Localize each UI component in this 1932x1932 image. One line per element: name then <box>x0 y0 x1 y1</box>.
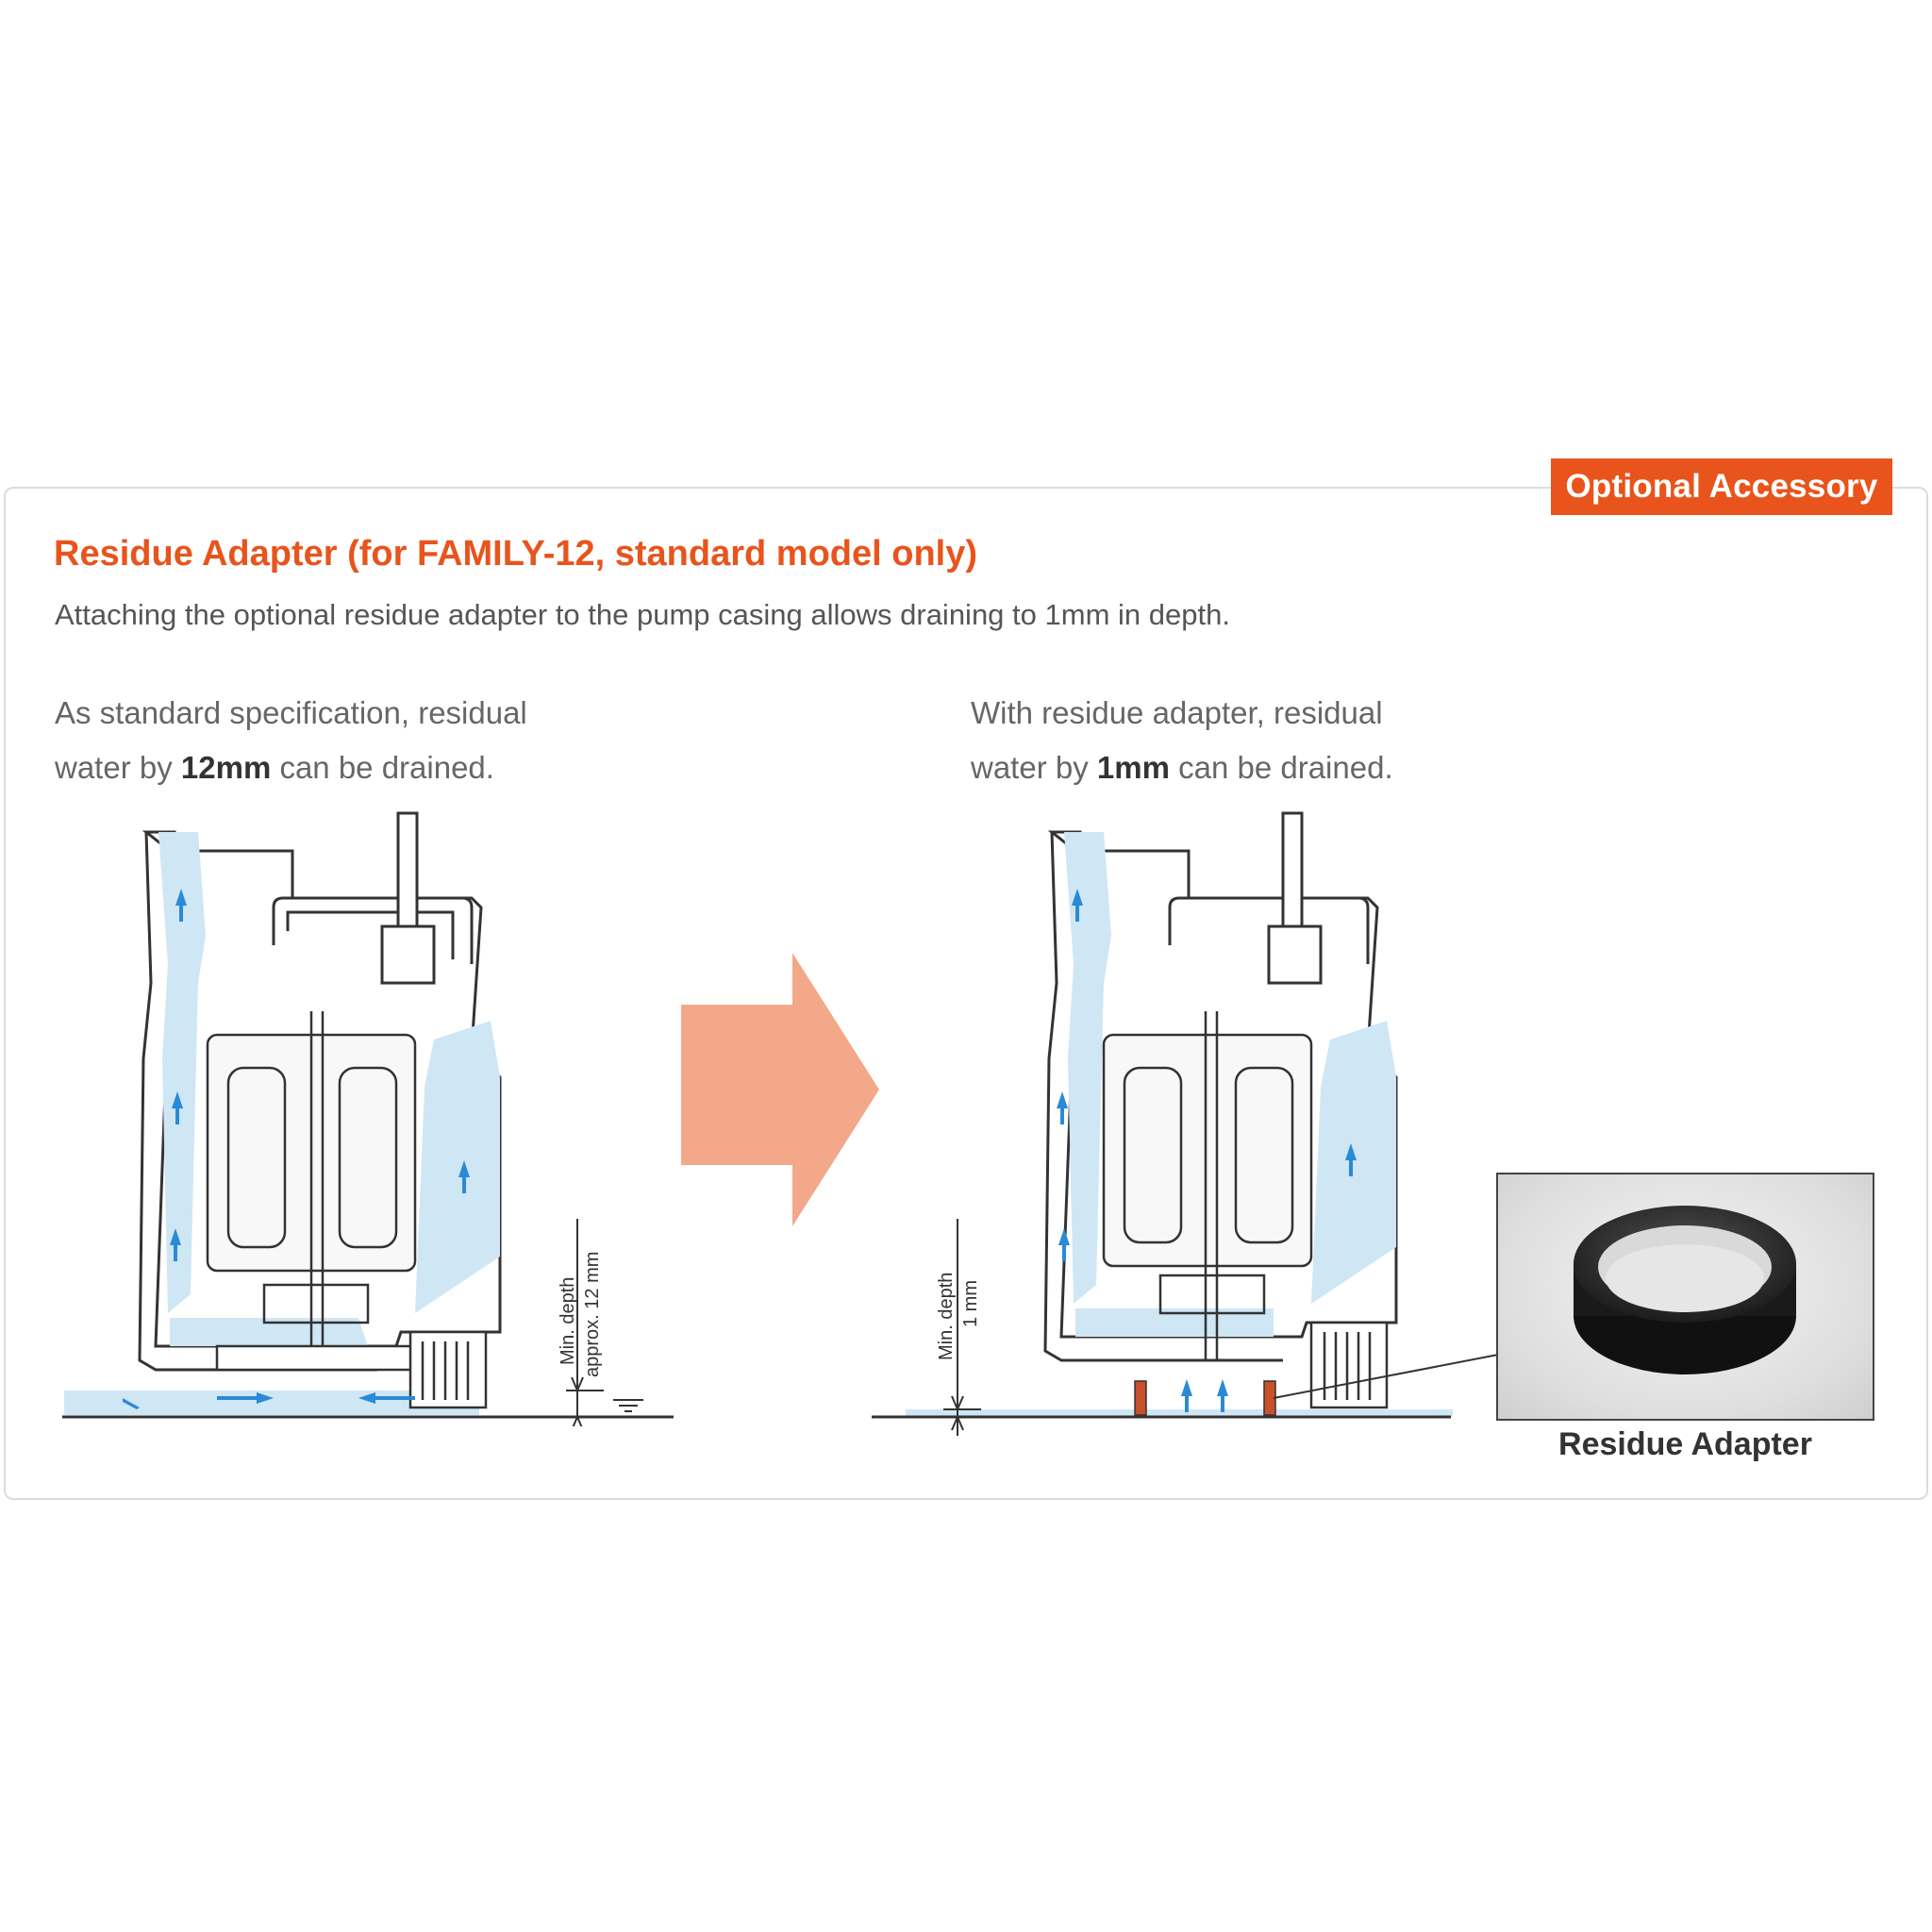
depth-label-line2: approx. 12 mm <box>582 1252 603 1377</box>
standard-caption-line2: water by 12mm can be drained. <box>55 741 527 795</box>
adapter-caption: With residue adapter, residual water by … <box>971 686 1393 795</box>
handle <box>272 811 474 985</box>
strainer-base <box>408 1330 488 1409</box>
section-title: Residue Adapter (for FAMILY-12, standard… <box>54 534 978 574</box>
standard-caption-line1: As standard specification, residual <box>55 695 527 730</box>
flow-arrows <box>123 889 470 1409</box>
caption-text: can be drained. <box>1169 750 1393 785</box>
adapter-pump-diagram: Min. depth 1 mm <box>872 811 1453 1436</box>
motor-housing <box>206 1011 455 1372</box>
adapter-caption-line1: With residue adapter, residual <box>971 695 1383 730</box>
residue-adapter-photo <box>1496 1173 1874 1421</box>
depth-dimension <box>566 1219 643 1426</box>
optional-accessory-badge: Optional Accessory <box>1551 458 1892 515</box>
water-flow-region <box>906 832 1453 1417</box>
caption-text: water by <box>55 750 181 785</box>
caption-text: water by <box>971 750 1097 785</box>
depth-label-line2: 1 mm <box>960 1280 981 1327</box>
depth-dimension <box>943 1219 981 1436</box>
handle <box>1168 811 1370 985</box>
depth-label-line1: Min. depth <box>936 1273 957 1360</box>
standard-caption: As standard specification, residual wate… <box>55 686 527 795</box>
caption-text: can be drained. <box>271 750 494 785</box>
adapter-depth-value: 1mm <box>1096 750 1170 785</box>
depth-label-line1: Min. depth <box>558 1277 578 1365</box>
transition-arrow <box>681 953 879 1226</box>
strainer-base <box>1309 1321 1389 1409</box>
water-flow-region <box>64 832 500 1415</box>
arrow-shape <box>681 953 879 1226</box>
adapter-caption-line2: water by 1mm can be drained. <box>971 741 1393 795</box>
standard-pump-diagram: Min. depth approx. 12 mm <box>62 811 674 1426</box>
section-description: Attaching the optional residue adapter t… <box>55 598 1230 631</box>
residue-adapter-label: Residue Adapter <box>1558 1426 1812 1462</box>
standard-depth-value: 12mm <box>180 750 272 785</box>
motor-housing <box>1102 1011 1313 1360</box>
flow-arrows <box>1057 889 1357 1412</box>
adapter-ring-image <box>1574 1206 1796 1374</box>
